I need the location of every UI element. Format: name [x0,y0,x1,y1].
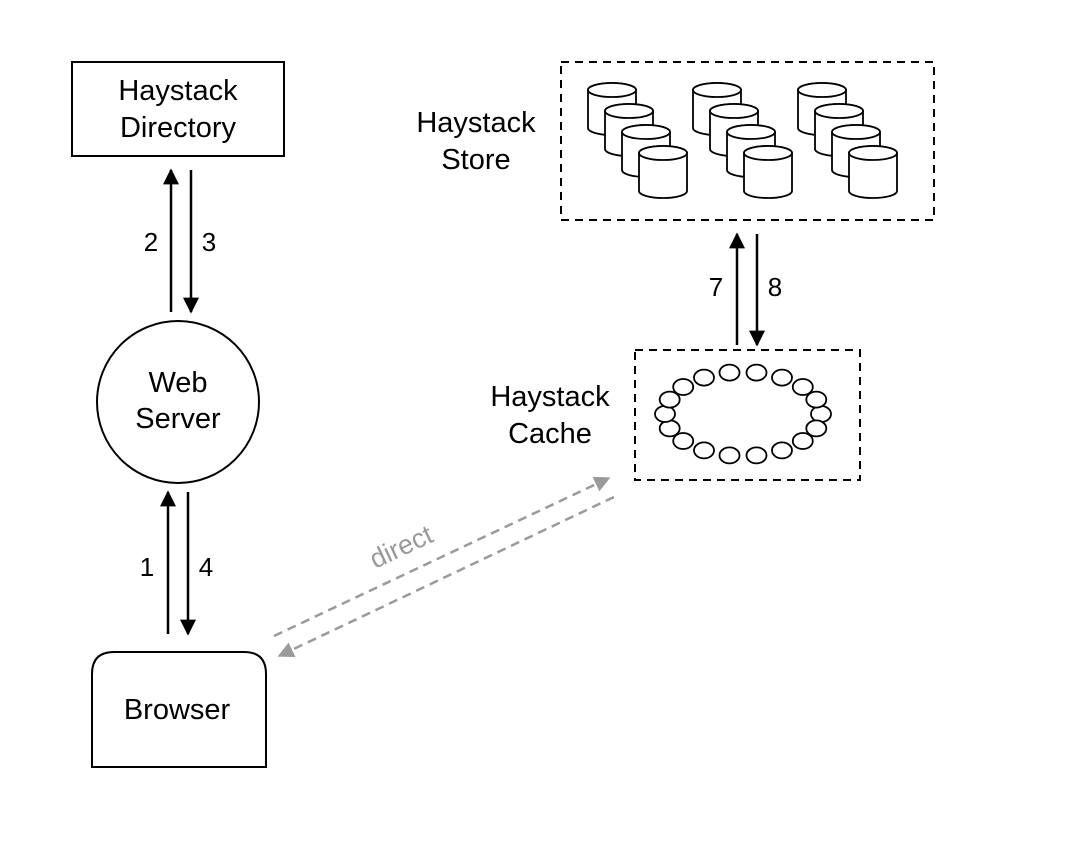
cache-node-icon [718,363,741,382]
web-server-node: Web Server [96,320,260,484]
cache-nodes [654,363,832,465]
cache-node-icon [805,390,828,409]
cache-node-icon [771,441,793,460]
cache-node-icon [791,432,814,450]
cache-node-icon [745,446,768,465]
cache-node-icon [672,432,695,450]
direct-arrow-request [273,476,611,638]
cache-node-icon [810,405,832,423]
cache-node-icon [693,441,715,460]
disk-cylinder-icon [848,145,898,199]
web-server-label-line2: Server [135,403,221,435]
step-4-label: 4 [199,552,213,582]
web-server-label-line1: Web [148,367,207,399]
store-disks [587,82,898,199]
browser-node: Browser [91,651,267,768]
cache-node-icon [771,368,793,387]
cache-label-line2: Cache [508,418,592,450]
step-1-label: 1 [140,552,154,582]
step-3-label: 3 [202,227,216,257]
cache-label-line1: Haystack [490,381,610,413]
haystack-cache-group [634,349,861,481]
haystack-directory-box: Haystack Directory [71,61,285,157]
cache-node-icon [654,405,676,423]
cache-node-icon [658,419,681,438]
direct-arrow-response [277,495,615,658]
browser-label: Browser [124,694,231,726]
cache-node-icon [658,390,681,409]
directory-label-line2: Directory [120,112,237,144]
step-8-label: 8 [768,272,782,302]
disk-cylinder-icon [638,145,688,199]
cache-node-icon [693,368,715,387]
haystack-store-group [560,61,935,221]
cache-node-icon [791,378,814,396]
step-2-label: 2 [144,227,158,257]
store-label-line2: Store [441,144,510,176]
cache-node-icon [718,446,741,465]
directory-label-line1: Haystack [118,75,238,107]
step-7-label: 7 [709,272,723,302]
cache-node-icon [805,419,828,438]
store-label-line1: Haystack [416,107,536,139]
cache-node-icon [745,363,768,382]
cache-node-icon [672,378,695,396]
disk-cylinder-icon [743,145,793,199]
direct-label: direct [365,519,438,574]
